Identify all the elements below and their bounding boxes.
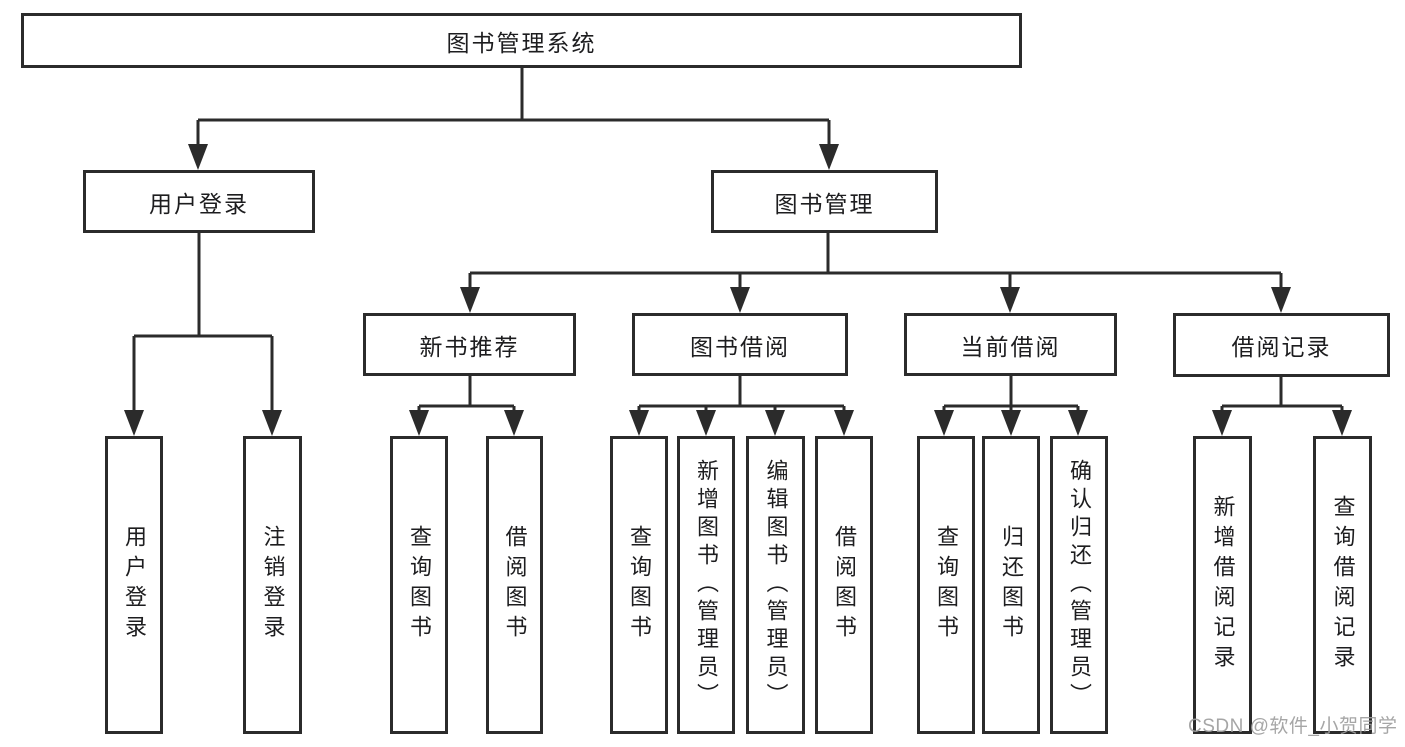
leaf-recommend-query-book: 查询图书 (390, 436, 448, 734)
arrow-icon (1271, 287, 1291, 313)
node-borrow-records: 借阅记录 (1173, 313, 1390, 377)
node-new-book-recommend: 新书推荐 (363, 313, 576, 376)
node-current-borrow: 当前借阅 (904, 313, 1117, 376)
arrow-icon (460, 287, 480, 313)
arrow-icon (1000, 287, 1020, 313)
arrow-icon (1332, 410, 1352, 436)
arrowheads (124, 144, 1352, 436)
arrow-icon (504, 410, 524, 436)
arrow-icon (834, 410, 854, 436)
leaf-borrow-borrow-book: 借阅图书 (815, 436, 873, 734)
csdn-watermark: CSDN @软件_小贺同学 (1188, 716, 1398, 737)
arrow-icon (409, 410, 429, 436)
leaf-current-return-book: 归还图书 (982, 436, 1040, 734)
arrow-icon (819, 144, 839, 170)
arrow-icon (1001, 410, 1021, 436)
node-user-login: 用户登录 (83, 170, 315, 233)
arrow-icon (696, 410, 716, 436)
leaf-records-query-record: 查询借阅记录 (1313, 436, 1372, 734)
arrow-icon (765, 410, 785, 436)
leaf-user-login: 用户登录 (105, 436, 163, 734)
leaf-logout-login: 注销登录 (243, 436, 302, 734)
arrow-icon (1068, 410, 1088, 436)
node-book-borrow: 图书借阅 (632, 313, 848, 376)
leaf-current-confirm-return-admin: 确认归还（管理员） (1050, 436, 1108, 734)
leaf-current-query-book: 查询图书 (917, 436, 975, 734)
tree-edges (132, 68, 1344, 412)
arrow-icon (262, 410, 282, 436)
arrow-icon (934, 410, 954, 436)
leaf-borrow-query-book: 查询图书 (610, 436, 668, 734)
node-book-management: 图书管理 (711, 170, 938, 233)
arrow-icon (730, 287, 750, 313)
arrow-icon (188, 144, 208, 170)
node-root-system: 图书管理系统 (21, 13, 1022, 68)
arrow-icon (1212, 410, 1232, 436)
leaf-records-add-record: 新增借阅记录 (1193, 436, 1252, 734)
arrow-icon (124, 410, 144, 436)
arrow-icon (629, 410, 649, 436)
leaf-recommend-borrow-book: 借阅图书 (486, 436, 543, 734)
leaf-borrow-edit-book-admin: 编辑图书（管理员） (746, 436, 805, 734)
leaf-borrow-add-book-admin: 新增图书（管理员） (677, 436, 735, 734)
